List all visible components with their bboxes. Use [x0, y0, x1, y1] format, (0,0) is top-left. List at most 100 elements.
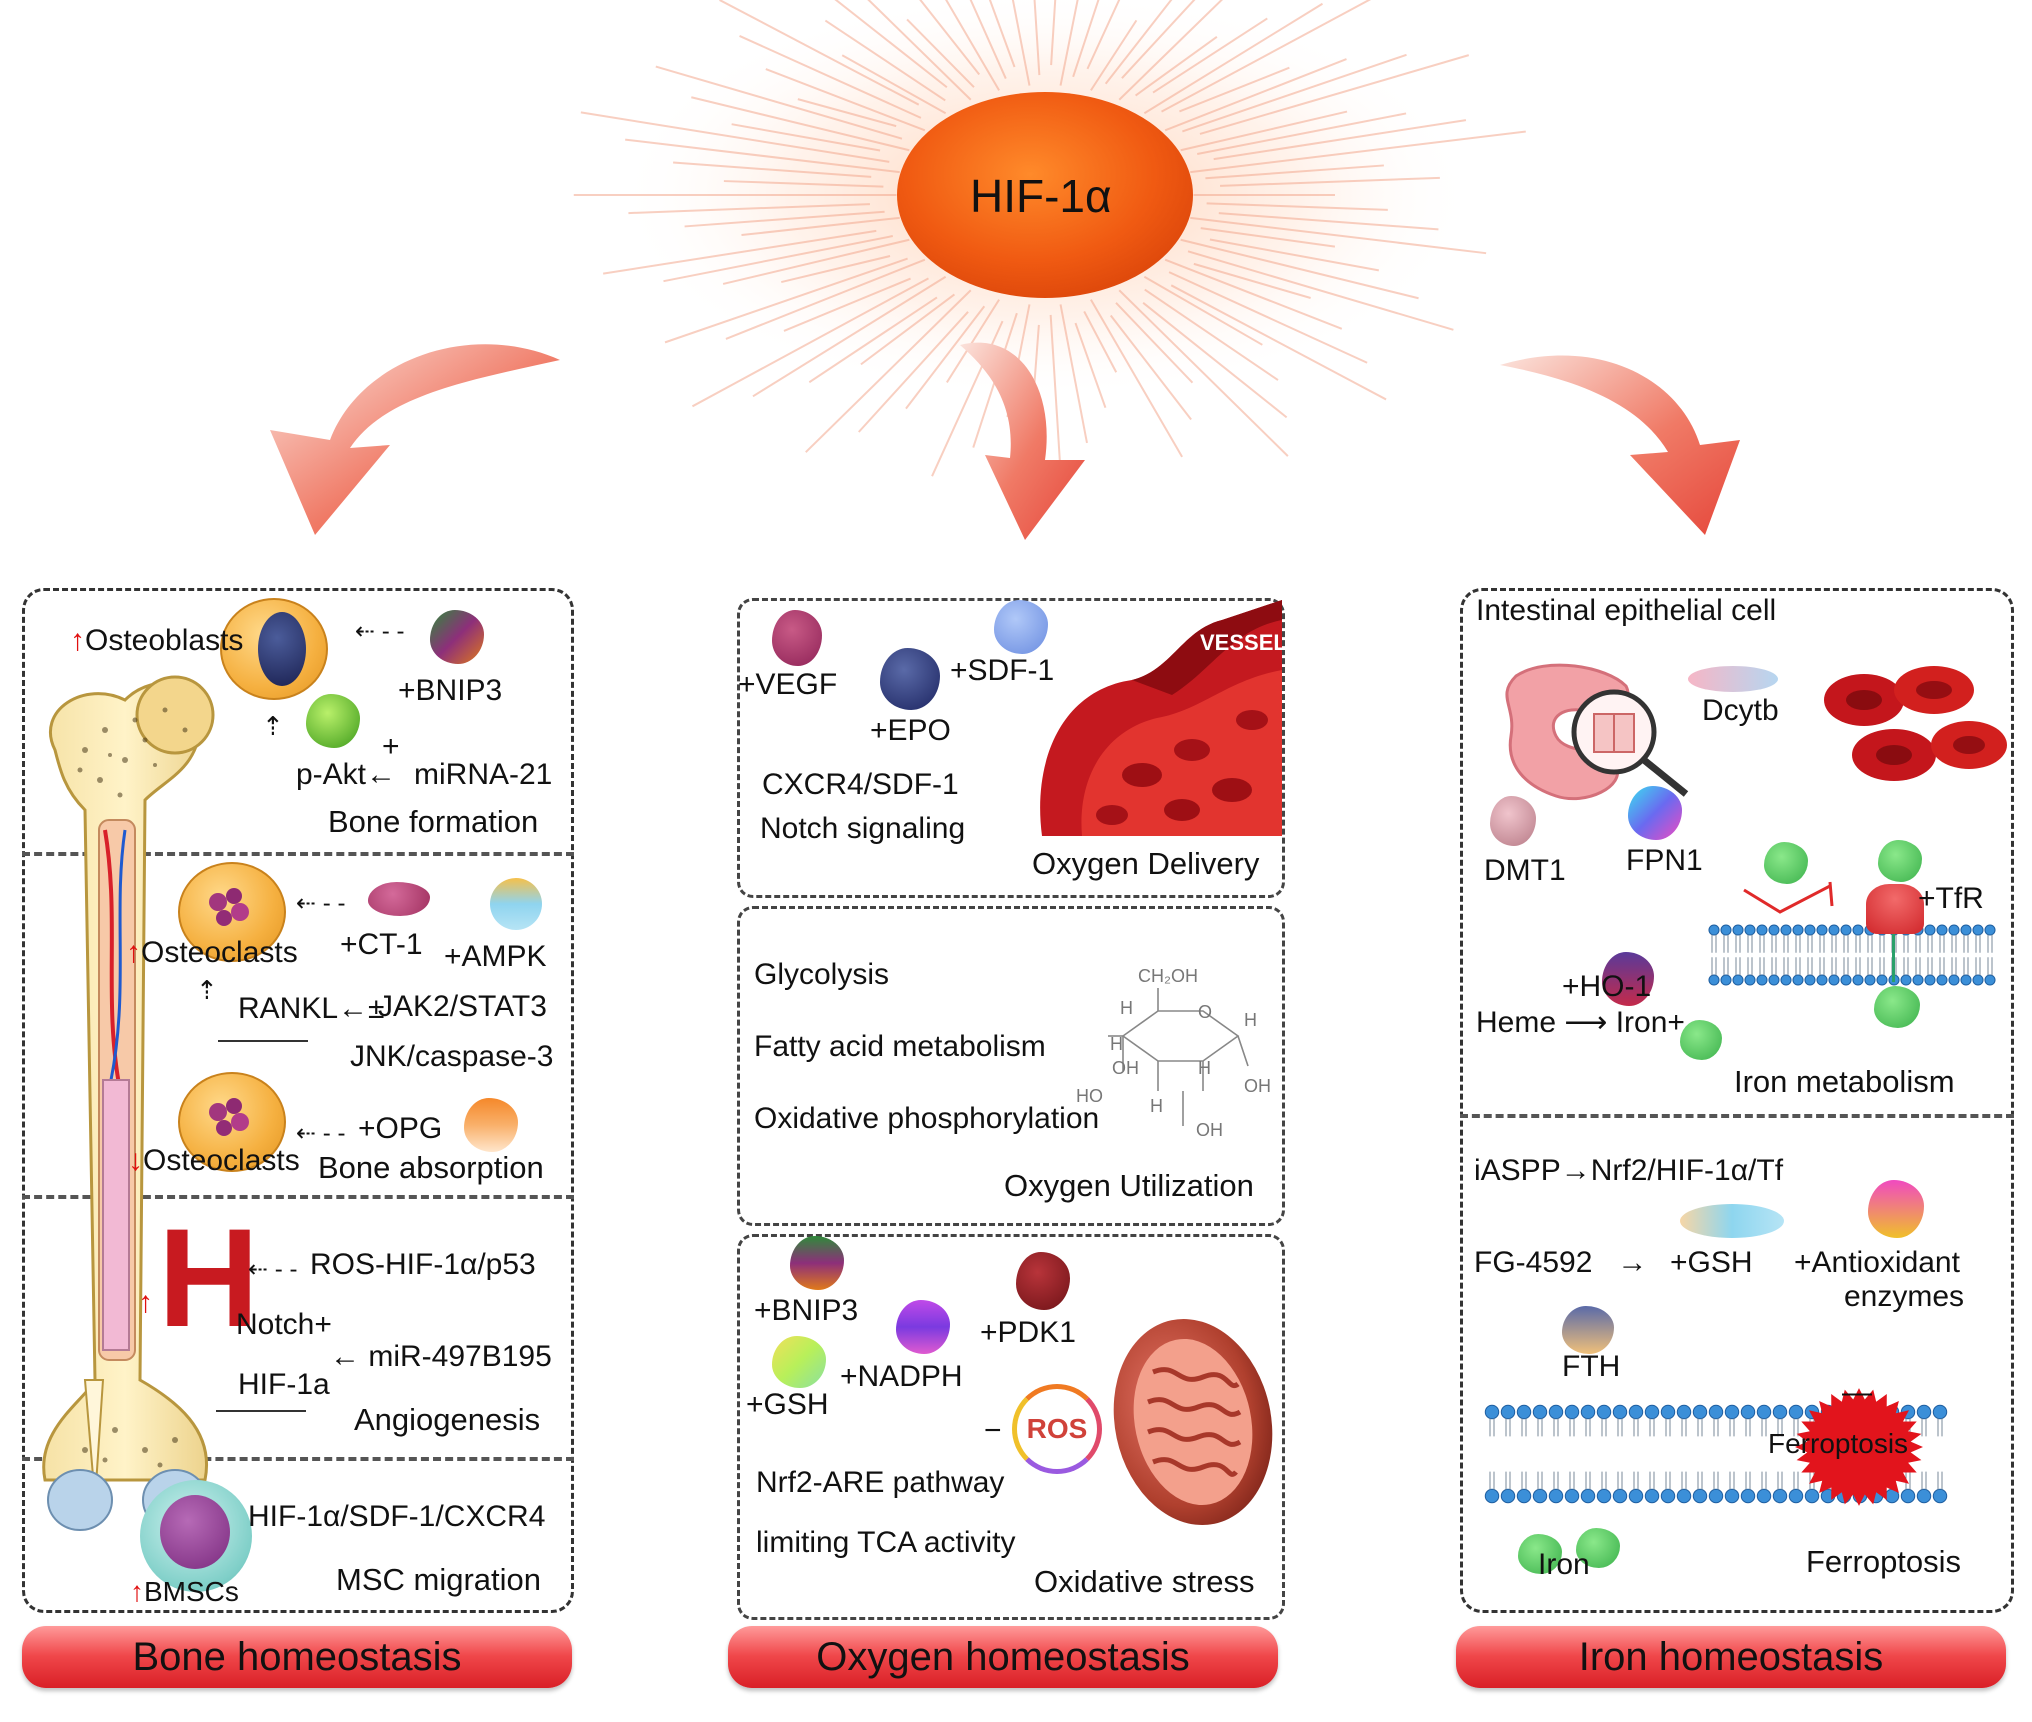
bmsc-nucleus: [160, 1495, 230, 1569]
osteoblast-nucleus: [258, 612, 306, 686]
oxphos-label: Oxidative phosphorylation: [754, 1102, 1100, 1135]
oxygen-delivery-box: [737, 598, 1285, 898]
osteoclasts-up-label: ↑Osteoclasts: [126, 936, 298, 969]
pdk1-blob: [1016, 1252, 1070, 1310]
ros-minus: −: [984, 1414, 1002, 1447]
oxygen-delivery-title: Oxygen Delivery: [1032, 846, 1260, 881]
bone-panel: [22, 588, 574, 1613]
up-arrow-icon: ↑: [70, 624, 85, 657]
fatty-acid-label: Fatty acid metabolism: [754, 1030, 1046, 1063]
hif-label: HIF-1α: [970, 170, 1112, 222]
inhibit-line: [216, 1410, 306, 1412]
nadph-blob: [896, 1300, 950, 1354]
bone-divider-3: [22, 1457, 574, 1461]
glucose-h3: H: [1110, 1034, 1123, 1054]
hif-sdf1-cxcr4-label: HIF-1α/SDF-1/CXCR4: [248, 1500, 546, 1533]
heme-label: Heme ⟶ Iron+...: [1476, 1006, 1710, 1039]
iaspp-label: iASPP→Nrf2/HIF-1α/Tf: [1474, 1154, 1784, 1187]
pakt-blob: [306, 694, 360, 748]
hif-sun: [897, 92, 1193, 298]
sun-rays: [573, 0, 1526, 478]
enzymes-label: enzymes: [1844, 1280, 1965, 1313]
osteoblasts-label: ↑Osteoblasts: [70, 624, 244, 657]
pdk1-label: +PDK1: [980, 1316, 1076, 1349]
dashed-arrow-icon: ⇠ - -: [248, 1256, 298, 1283]
fth-label: FTH: [1562, 1350, 1621, 1383]
tca-label: limiting TCA activity: [756, 1526, 1016, 1559]
membrane-top: [1708, 924, 1996, 986]
mirna21-label: miRNA-21: [414, 758, 553, 791]
ros-circle: ROS: [1012, 1384, 1102, 1474]
bone-formation-title: Bone formation: [328, 804, 539, 839]
glucose-ho: HO: [1076, 1086, 1103, 1106]
ferroptosis-sign-label: Ferroptosis: [1768, 1428, 1909, 1459]
bone-homeostasis-banner: Bone homeostasis: [22, 1626, 572, 1688]
glycolysis-label: Glycolysis: [754, 958, 890, 991]
iron-homeostasis-banner: Iron homeostasis: [1456, 1626, 2006, 1688]
iron-divider: [1460, 1114, 2014, 1118]
cxcr4-sdf1-label: CXCR4/SDF-1: [762, 768, 959, 801]
membrane-bottom: [1484, 1404, 1948, 1504]
gsh-label: +GSH: [1670, 1246, 1753, 1279]
iron-blob: [1878, 840, 1922, 882]
up-arrow-icon: ↑: [130, 1576, 144, 1607]
bnip3-label: +BNIP3: [754, 1294, 859, 1327]
ampk-label: +AMPK: [444, 940, 547, 973]
up-arrow-icon: ↑: [138, 1286, 153, 1319]
bnip3-blob: [430, 610, 484, 664]
inhibit-line: [218, 1040, 308, 1042]
antioxidant-label: +Antioxidant: [1794, 1246, 1960, 1279]
antioxidant-blob: [1868, 1180, 1924, 1238]
ferroptosis-title: Ferroptosis: [1806, 1544, 1962, 1579]
arrow-right: [1500, 355, 1740, 535]
oxygen-homeostasis-banner: Oxygen homeostasis: [728, 1626, 1278, 1688]
osteoclast-nuclei-up: [209, 888, 249, 926]
dashed-arrow-icon: ⇠ - -: [296, 890, 346, 917]
opg-label: +OPG: [358, 1112, 443, 1145]
notch-label: Notch+: [236, 1308, 332, 1341]
oxidative-stress-title: Oxidative stress: [1034, 1564, 1255, 1599]
arrow-middle: [960, 342, 1085, 540]
tfr-arrow-icon: [1892, 934, 1895, 982]
gsh-label: +GSH: [746, 1388, 829, 1421]
glucose-h2: H: [1244, 1010, 1257, 1030]
red-blood-cells: [1824, 666, 2007, 781]
tfr-receptor: [1866, 884, 1924, 934]
sdf1-label: +SDF-1: [950, 654, 1055, 687]
nadph-label: +NADPH: [840, 1360, 963, 1393]
dashed-up-arrow-icon: ⇡: [196, 975, 218, 1005]
dmt1-label: DMT1: [1484, 854, 1566, 887]
ho1-blob: [1602, 952, 1654, 1006]
h-vessel-icon: H: [158, 1199, 260, 1356]
dmt1-blob: [1490, 796, 1536, 846]
gsh-blob: [1680, 1204, 1784, 1238]
fpn1-label: FPN1: [1626, 844, 1703, 877]
gsh-blob: [772, 1336, 826, 1388]
fg4592-label: FG-4592 →: [1474, 1246, 1648, 1279]
epo-blob: [880, 648, 940, 710]
epo-label: +EPO: [870, 714, 951, 747]
fpn1-blob: [1628, 786, 1682, 840]
intestine-illustration: [1505, 663, 1689, 801]
sdf1-blob: [994, 600, 1048, 654]
ampk-blob: [490, 878, 542, 930]
ct1-label: +CT-1: [340, 928, 423, 961]
iron-blob: [1576, 1528, 1620, 1568]
arrow-left: [270, 344, 560, 535]
iron-blob: [1518, 1534, 1562, 1574]
ho1-label: +HO-1: [1562, 970, 1652, 1003]
bone-plus-sign: +: [382, 730, 400, 763]
osteoclasts-down-label: ↓Osteoclasts: [128, 1144, 300, 1177]
ferroptosis-burst: [1795, 1388, 1923, 1506]
pakt-label: p-Akt←: [296, 758, 397, 791]
vessel-label: VESSEL: [1200, 630, 1287, 655]
bmscs-label: ↑BMSCs: [130, 1576, 239, 1607]
oxygen-utilization-title: Oxygen Utilization: [1004, 1168, 1254, 1203]
mir-497-label: ← miR-497B195: [330, 1340, 552, 1373]
oxidative-stress-box: [737, 1234, 1285, 1620]
notch-signaling-label: Notch signaling: [760, 812, 966, 845]
vegf-label: +VEGF: [738, 668, 838, 701]
tfr-inhibit-arrow: [1743, 881, 1834, 914]
vessel-illustration: [1040, 600, 1282, 836]
dcytb-blob: [1688, 666, 1778, 692]
